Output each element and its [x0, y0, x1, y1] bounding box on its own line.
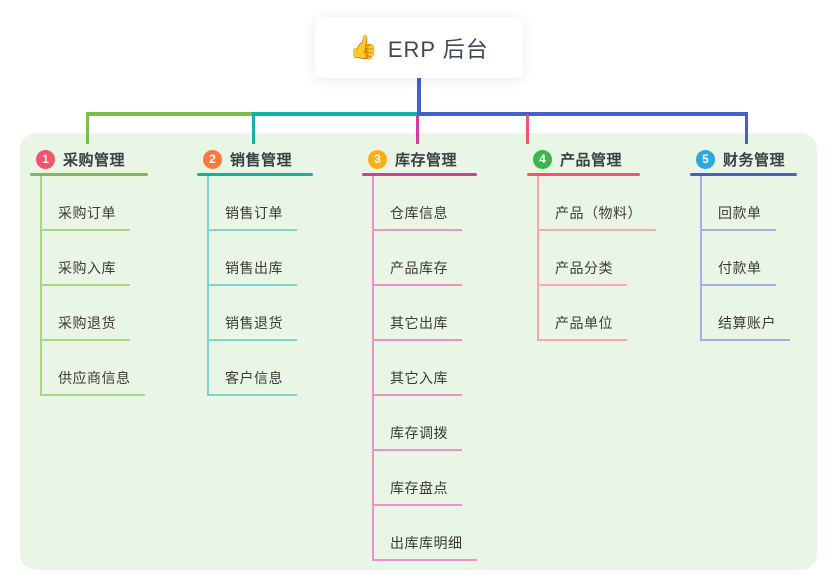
child-node[interactable]: 产品分类: [537, 250, 627, 286]
branch-node-2[interactable]: 2 销售管理: [203, 147, 292, 171]
child-node[interactable]: 出库库明细: [372, 525, 477, 561]
rail-segment-branch-2: [252, 112, 419, 116]
child-node-label: 仓库信息: [390, 205, 448, 221]
branch-number-badge: 2: [203, 149, 222, 169]
branch-underline: [362, 173, 477, 176]
child-node[interactable]: 其它出库: [372, 305, 462, 341]
child-node[interactable]: 产品（物料）: [537, 195, 656, 231]
branch-label: 采购管理: [63, 151, 126, 169]
child-node[interactable]: 库存盘点: [372, 470, 462, 506]
branch-number-badge: 1: [36, 149, 55, 169]
child-node-label: 客户信息: [225, 370, 283, 386]
root-node[interactable]: 👍 ERP 后台: [315, 17, 523, 78]
branch-trunk-line: [372, 176, 374, 561]
branch-underline: [690, 173, 797, 176]
branch-trunk-line: [40, 176, 42, 396]
child-node-label: 供应商信息: [58, 370, 131, 386]
child-node[interactable]: 销售订单: [207, 195, 297, 231]
child-node[interactable]: 其它入库: [372, 360, 462, 396]
child-node-label: 产品（物料）: [555, 205, 642, 221]
branch-node-4[interactable]: 4 产品管理: [533, 147, 622, 171]
child-node-label: 其它入库: [390, 370, 448, 386]
rail-segment-right: [417, 112, 748, 116]
branch-node-5[interactable]: 5 财务管理: [696, 147, 785, 171]
child-node-label: 销售出库: [225, 260, 283, 276]
child-node-label: 库存盘点: [390, 480, 448, 496]
child-node-label: 采购退货: [58, 315, 116, 331]
rail-segment-branch-1: [86, 112, 255, 116]
child-node[interactable]: 回款单: [700, 195, 776, 231]
child-node-label: 产品库存: [390, 260, 448, 276]
child-node-label: 销售退货: [225, 315, 283, 331]
child-node-label: 采购入库: [58, 260, 116, 276]
child-node-label: 产品分类: [555, 260, 613, 276]
child-node[interactable]: 仓库信息: [372, 195, 462, 231]
child-node[interactable]: 产品库存: [372, 250, 462, 286]
root-node-label: ERP 后台: [387, 36, 489, 62]
branch-label: 产品管理: [560, 151, 623, 169]
branch-node-1[interactable]: 1 采购管理: [36, 147, 125, 171]
branch-number-badge: 4: [533, 149, 552, 169]
root-stem-line: [417, 78, 421, 114]
child-node-label: 回款单: [718, 205, 762, 221]
branch-underline: [527, 173, 640, 176]
child-node-label: 付款单: [718, 260, 762, 276]
child-node[interactable]: 付款单: [700, 250, 776, 286]
child-node-label: 库存调拨: [390, 425, 448, 441]
child-node-label: 出库库明细: [390, 535, 463, 551]
branch-underline: [197, 173, 313, 176]
child-node[interactable]: 采购退货: [40, 305, 130, 341]
child-node[interactable]: 结算账户: [700, 305, 790, 341]
child-node-label: 产品单位: [555, 315, 613, 331]
child-node-label: 结算账户: [718, 315, 776, 331]
branch-trunk-line: [207, 176, 209, 396]
branch-number-badge: 3: [368, 149, 387, 169]
branches-panel: [20, 133, 817, 570]
thumbs-up-icon: 👍: [349, 34, 378, 60]
child-node[interactable]: 销售退货: [207, 305, 297, 341]
child-node-label: 采购订单: [58, 205, 116, 221]
branch-node-3[interactable]: 3 库存管理: [368, 147, 457, 171]
branch-trunk-line: [537, 176, 539, 341]
child-node[interactable]: 供应商信息: [40, 360, 145, 396]
branch-label: 财务管理: [723, 151, 786, 169]
branch-trunk-line: [700, 176, 702, 341]
branch-label: 库存管理: [395, 151, 458, 169]
branch-underline: [30, 173, 148, 176]
child-node[interactable]: 销售出库: [207, 250, 297, 286]
child-node[interactable]: 库存调拨: [372, 415, 462, 451]
child-node[interactable]: 采购入库: [40, 250, 130, 286]
branch-label: 销售管理: [230, 151, 293, 169]
child-node-label: 销售订单: [225, 205, 283, 221]
child-node[interactable]: 客户信息: [207, 360, 297, 396]
branch-number-badge: 5: [696, 149, 715, 169]
child-node[interactable]: 采购订单: [40, 195, 130, 231]
child-node-label: 其它出库: [390, 315, 448, 331]
child-node[interactable]: 产品单位: [537, 305, 627, 341]
